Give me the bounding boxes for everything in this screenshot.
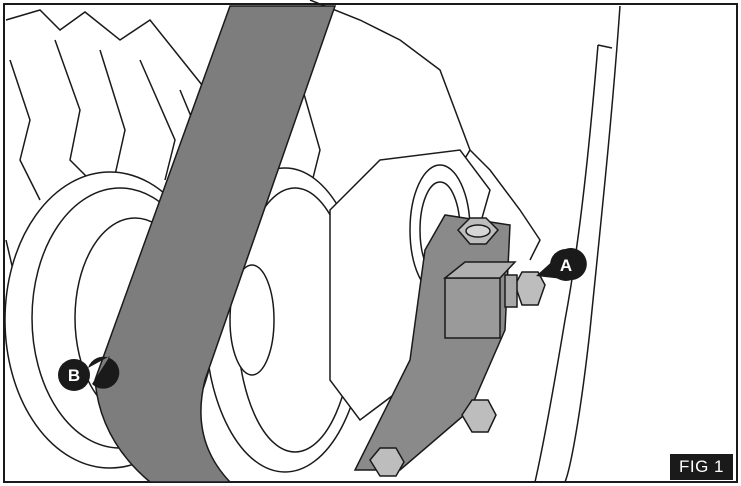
- callout-a: A: [536, 248, 587, 281]
- bolt-top: [456, 217, 500, 245]
- callout-b: B: [58, 356, 120, 391]
- bolt-bottom: [369, 447, 405, 477]
- callout-b-label: B: [68, 366, 80, 385]
- drive-belt: [94, 5, 337, 483]
- figure-label: FIG 1: [670, 454, 733, 480]
- bolt-lower: [461, 399, 497, 433]
- callout-a-label: A: [560, 256, 572, 275]
- bolt-adjuster: [504, 271, 546, 308]
- engine-cover: [534, 5, 621, 483]
